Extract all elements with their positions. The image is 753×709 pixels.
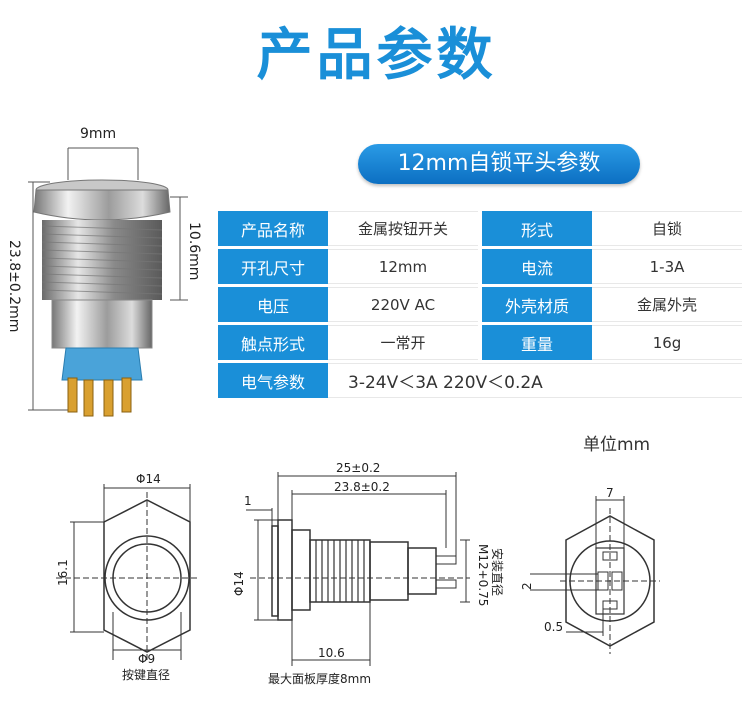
spec-value: 金属外壳	[592, 287, 742, 322]
spec-key: 开孔尺寸	[218, 249, 328, 284]
back-gap-label: 2	[520, 582, 534, 590]
photo-width-label: 9mm	[80, 126, 117, 142]
side-thread-caption: 安装直径	[490, 548, 504, 597]
spec-value: 3-24V＜3A 220V＜0.2A	[328, 363, 742, 398]
spec-value: 12mm	[328, 249, 478, 284]
spec-title-badge: 12mm自锁平头参数	[358, 144, 640, 184]
spec-key: 外壳材质	[482, 287, 592, 322]
front-caption: 按键直径	[122, 668, 171, 682]
spec-key: 形式	[482, 211, 592, 246]
spec-key: 电流	[482, 249, 592, 284]
page-title: 产品参数	[256, 23, 497, 88]
side-thread-label: M12+0.75	[476, 544, 490, 607]
front-phi-label: Φ14	[136, 472, 161, 486]
spec-table: 产品名称 金属按钮开关 形式 自锁 开孔尺寸 12mm 电流 1-3A 电压 2…	[218, 208, 742, 401]
spec-key: 重量	[482, 325, 592, 360]
spec-value: 一常开	[328, 325, 478, 360]
table-row: 电压 220V AC 外壳材质 金属外壳	[218, 287, 742, 322]
side-caption: 最大面板厚度8mm	[268, 672, 372, 686]
table-row: 开孔尺寸 12mm 电流 1-3A	[218, 249, 742, 284]
spec-key: 电压	[218, 287, 328, 322]
back-thickness-label: 0.5	[544, 620, 564, 634]
side-bezel-label: 1	[244, 494, 252, 508]
spec-value: 自锁	[592, 211, 742, 246]
back-width-label: 7	[606, 486, 614, 500]
spec-value: 220V AC	[328, 287, 478, 322]
side-phi-label: Φ14	[232, 571, 246, 596]
table-row: 触点形式 一常开 重量 16g	[218, 325, 742, 360]
table-row: 产品名称 金属按钮开关 形式 自锁	[218, 211, 742, 246]
front-button-phi-label: Φ9	[138, 652, 156, 666]
side-total-label: 25±0.2	[336, 461, 381, 475]
spec-value: 1-3A	[592, 249, 742, 284]
spec-value: 16g	[592, 325, 742, 360]
side-body-label: 23.8±0.2	[334, 480, 390, 494]
table-row: 电气参数 3-24V＜3A 220V＜0.2A	[218, 363, 742, 398]
spec-key: 触点形式	[218, 325, 328, 360]
spec-key: 产品名称	[218, 211, 328, 246]
unit-note: 单位mm	[583, 435, 651, 455]
spec-key: 电气参数	[218, 363, 328, 398]
front-height-label: 16.1	[56, 559, 70, 586]
side-thread-length-label: 10.6	[318, 646, 345, 660]
spec-value: 金属按钮开关	[328, 211, 478, 246]
